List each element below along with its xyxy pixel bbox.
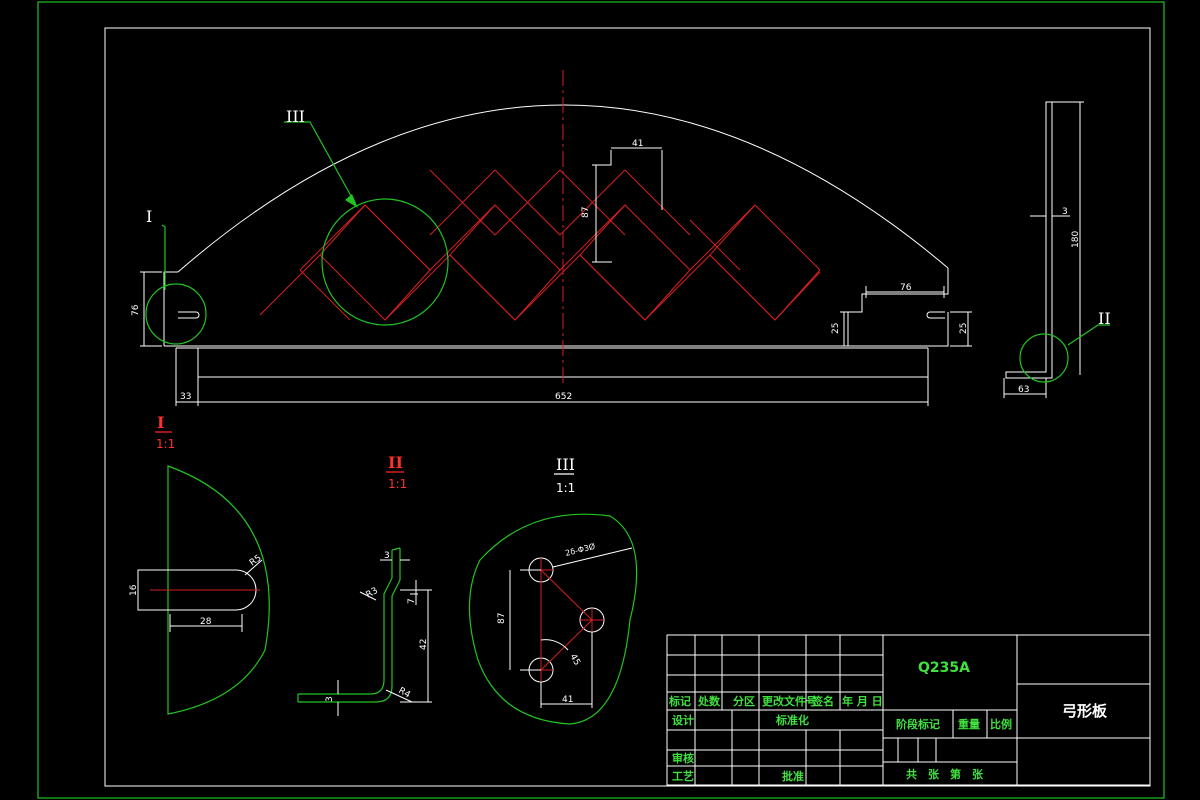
svg-text:87: 87 [581, 207, 591, 218]
detail-I: I 1:1 28 16 R5 [129, 413, 270, 715]
svg-text:7: 7 [407, 598, 417, 604]
svg-text:设计: 设计 [672, 713, 694, 727]
svg-text:76: 76 [900, 283, 912, 293]
svg-text:33: 33 [180, 392, 191, 402]
inner-frame [104, 27, 1151, 787]
svg-text:45: 45 [567, 653, 581, 668]
svg-text:76: 76 [131, 304, 141, 316]
label-II: II [1098, 309, 1111, 328]
svg-text:3: 3 [1062, 207, 1068, 217]
detail-I-title: I [157, 413, 164, 432]
hole-pattern [259, 169, 821, 321]
svg-text:28: 28 [200, 617, 212, 627]
svg-text:阶段标记: 阶段标记 [896, 717, 940, 731]
svg-text:41: 41 [632, 139, 643, 149]
arc-outline [177, 104, 949, 273]
svg-text:42: 42 [419, 639, 429, 650]
svg-text:3: 3 [325, 696, 335, 702]
svg-text:比例: 比例 [990, 717, 1012, 731]
svg-text:批准: 批准 [782, 769, 804, 783]
detail-II: II 1:1 3 42 7 R3 R4 3 [297, 453, 432, 716]
svg-text:共 张 第 张: 共 张 第 张 [906, 767, 984, 781]
svg-text:处数: 处数 [697, 694, 721, 708]
svg-text:分区: 分区 [733, 694, 755, 708]
svg-text:更改文件号: 更改文件号 [762, 694, 817, 708]
svg-text:2δ-Φ3Ø: 2δ-Φ3Ø [564, 541, 596, 558]
svg-text:标准化: 标准化 [775, 713, 809, 727]
svg-text:工艺: 工艺 [672, 769, 694, 783]
svg-text:1:1: 1:1 [388, 477, 407, 491]
main-view: I III 41 87 76 76 25 25 33 652 [131, 70, 972, 406]
svg-text:87: 87 [497, 613, 507, 624]
side-view: 180 3 63 II [1003, 101, 1111, 398]
detail-circle-II [1019, 333, 1069, 383]
outer-frame [37, 1, 1165, 799]
svg-text:25: 25 [959, 323, 969, 334]
svg-text:180: 180 [1071, 231, 1081, 248]
svg-text:1:1: 1:1 [156, 437, 175, 451]
svg-text:25: 25 [831, 323, 841, 334]
detail-circle-III [321, 198, 449, 326]
svg-text:63: 63 [1018, 385, 1029, 395]
detail-III: III 1:1 87 41 45 2δ-Φ3Ø [468, 455, 638, 725]
detail-circle-I [145, 283, 207, 345]
svg-text:16: 16 [129, 584, 139, 596]
svg-text:41: 41 [562, 695, 573, 705]
material-label: Q235A [918, 660, 970, 676]
svg-text:重量: 重量 [958, 717, 980, 731]
svg-text:标记: 标记 [668, 694, 691, 708]
svg-text:III: III [556, 455, 575, 474]
svg-text:3: 3 [384, 551, 390, 561]
svg-text:II: II [388, 453, 403, 472]
svg-text:签名: 签名 [811, 694, 834, 708]
label-I: I [146, 207, 152, 226]
label-III: III [286, 107, 305, 126]
svg-text:652: 652 [555, 392, 572, 402]
svg-text:年 月 日: 年 月 日 [842, 694, 883, 708]
part-name: 弓形板 [1062, 702, 1108, 720]
svg-text:审核: 审核 [672, 751, 694, 765]
title-block: 标记 处数 分区 更改文件号 签名 年 月 日 设计 标准化 审核 工艺 批准 … [666, 634, 1151, 786]
svg-text:R5: R5 [248, 553, 264, 568]
svg-text:1:1: 1:1 [556, 481, 575, 495]
